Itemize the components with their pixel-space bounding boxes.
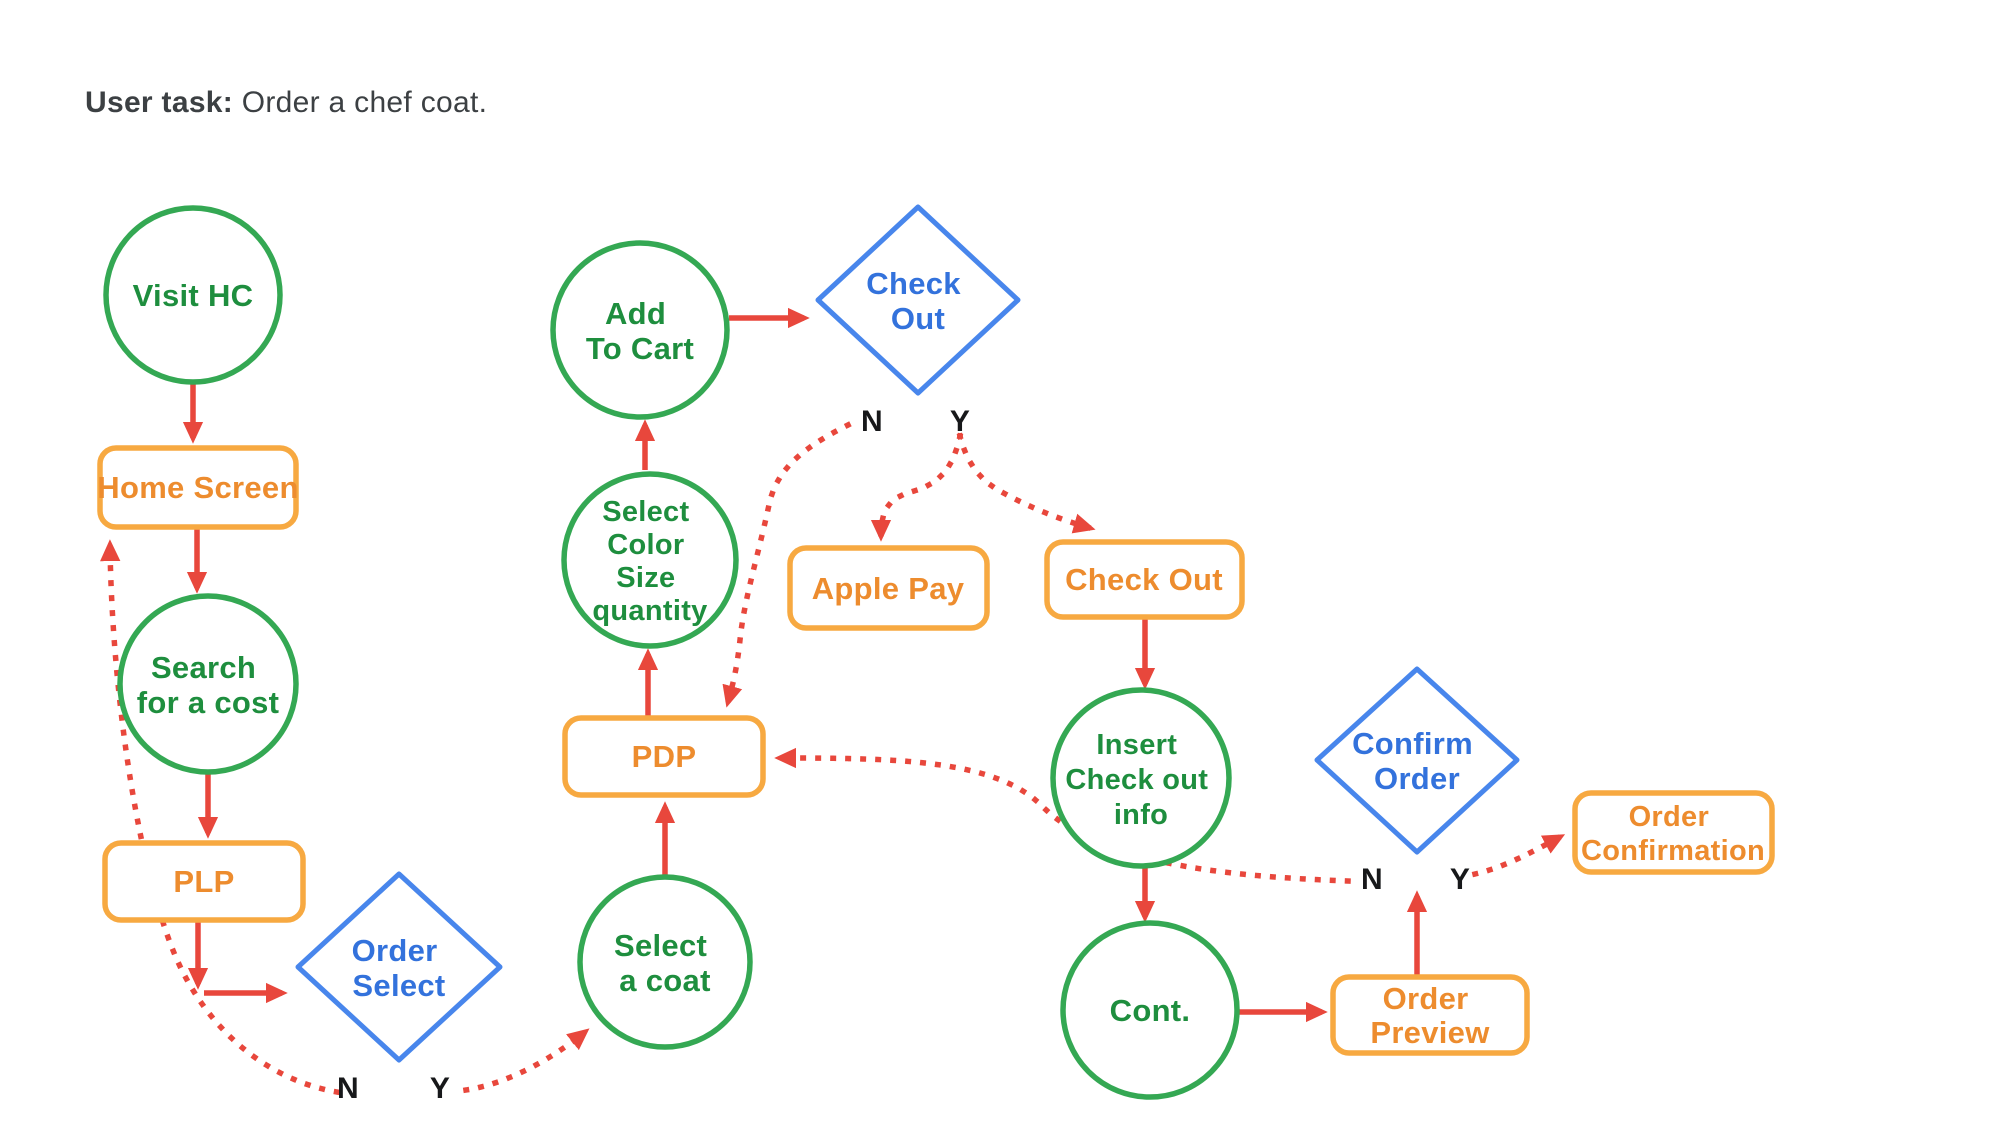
check-out-screen-box: [1044, 539, 1245, 620]
edge-check-out-y-to-check-out-screen: [956, 432, 1096, 534]
insert-info-label-line-3: info: [1114, 799, 1168, 831]
order-select-diamond: [295, 871, 503, 1063]
node-plp: PLP: [102, 840, 306, 923]
order-confirmation-label: Order Confirmation: [1581, 801, 1765, 867]
confirm-order-label: Confirm Order: [1352, 726, 1482, 796]
edge-order-select-n-to-home-screen: [100, 539, 341, 1096]
add-to-cart-label-line-2: To Cart: [586, 331, 694, 366]
insert-info-label-line-1: Insert: [1096, 729, 1177, 761]
pdp-box: [562, 715, 766, 798]
title-prefix: User task:: [85, 86, 234, 119]
order-preview-label-line-1: Order: [1383, 981, 1469, 1016]
edge-confirm-order-y-to-order-confirmation: [1471, 833, 1566, 878]
insert-info-label: Insert Check out info: [1065, 729, 1216, 831]
apple-pay-box: [787, 545, 990, 631]
insert-info-circle: [1050, 687, 1232, 869]
node-apple-pay: Apple Pay: [787, 545, 990, 631]
node-check-out-screen: Check Out: [1044, 539, 1245, 620]
insert-info-label-line-2: Check out: [1065, 764, 1208, 796]
title-text: Order a chef coat.: [233, 86, 488, 119]
order-select-no-label: N: [337, 1072, 359, 1105]
cont-label: Cont.: [1110, 993, 1191, 1028]
search-circle: [117, 593, 299, 775]
check-out-yes-label: Y: [950, 405, 970, 438]
check-out-decision-label-line-1: Check: [866, 266, 961, 301]
search-label-line-1: Search: [151, 650, 256, 685]
confirm-order-no-label: N: [1361, 863, 1383, 896]
select-color-label: Select Color Size quantity: [592, 496, 707, 627]
order-confirmation-box: [1572, 790, 1775, 875]
order-confirmation-label-line-1: Order: [1629, 801, 1709, 833]
visit-hc-label: Visit HC: [133, 278, 254, 313]
check-out-no-label: N: [861, 405, 883, 438]
node-insert-check-out-info: Insert Check out info: [1050, 687, 1232, 869]
home-screen-label: Home Screen: [97, 470, 298, 505]
node-pdp: PDP: [562, 715, 766, 798]
visit-hc-circle: [103, 205, 283, 385]
edge-check-out-y-to-apple-pay: [870, 432, 964, 542]
confirm-order-label-line-1: Confirm: [1352, 726, 1473, 761]
order-select-label-line-2: Select: [352, 968, 445, 1003]
select-color-label-line-1: Select: [602, 496, 689, 528]
check-out-decision-label: Check Out: [866, 266, 969, 336]
select-a-coat-label: Select a coat: [614, 928, 716, 998]
search-label: Search for a cost: [137, 650, 280, 720]
select-a-coat-circle: [577, 874, 753, 1050]
node-order-preview: Order Preview: [1330, 974, 1530, 1056]
node-order-select: Order Select N Y: [295, 871, 503, 1105]
select-color-label-line-2: Color: [607, 529, 684, 561]
order-preview-label-line-2: Preview: [1370, 1015, 1490, 1050]
search-label-line-2: for a cost: [137, 685, 280, 720]
node-search-for-a-cost: Search for a cost: [117, 593, 299, 775]
node-confirm-order: Confirm Order N Y: [1314, 666, 1520, 896]
check-out-screen-label: Check Out: [1065, 562, 1223, 597]
node-order-confirmation: Order Confirmation: [1572, 790, 1775, 875]
node-home-screen: Home Screen: [97, 445, 299, 530]
edge-confirm-order-n-to-pdp: [774, 747, 1351, 884]
node-add-to-cart: Add To Cart: [550, 240, 730, 420]
node-cont: Cont.: [1060, 920, 1240, 1100]
confirm-order-yes-label: Y: [1450, 863, 1470, 896]
pdp-label: PDP: [632, 739, 697, 774]
apple-pay-label: Apple Pay: [812, 571, 965, 606]
order-preview-label: Order Preview: [1370, 981, 1490, 1050]
order-preview-box: [1330, 974, 1530, 1056]
node-select-color-size-quantity: Select Color Size quantity: [561, 471, 739, 649]
order-confirmation-label-line-2: Confirmation: [1581, 835, 1765, 867]
confirm-order-label-line-2: Order: [1374, 761, 1460, 796]
edge-order-select-y-to-select-a-coat: [462, 1028, 590, 1094]
order-select-label: Order Select: [352, 933, 447, 1003]
order-select-label-line-1: Order: [352, 933, 438, 968]
plp-box: [102, 840, 306, 923]
add-to-cart-circle: [550, 240, 730, 420]
node-select-a-coat: Select a coat: [577, 874, 753, 1050]
select-color-label-line-3: Size: [616, 562, 675, 594]
plp-label: PLP: [173, 864, 234, 899]
select-a-coat-label-line-1: Select: [614, 928, 707, 963]
cont-circle: [1060, 920, 1240, 1100]
select-color-circle: [561, 471, 739, 649]
add-to-cart-label-line-1: Add: [605, 296, 666, 331]
page-title: User task: Order a chef coat.: [85, 86, 487, 120]
confirm-order-diamond: [1314, 666, 1520, 855]
check-out-diamond: [815, 204, 1021, 396]
select-a-coat-label-line-2: a coat: [619, 963, 710, 998]
node-check-out-decision: Check Out N Y: [815, 204, 1021, 438]
order-select-yes-label: Y: [430, 1072, 450, 1105]
select-color-label-line-4: quantity: [592, 595, 707, 627]
check-out-decision-label-line-2: Out: [891, 301, 945, 336]
home-screen-box: [97, 445, 299, 530]
node-visit-hc: Visit HC: [103, 205, 283, 385]
add-to-cart-label: Add To Cart: [586, 296, 694, 366]
